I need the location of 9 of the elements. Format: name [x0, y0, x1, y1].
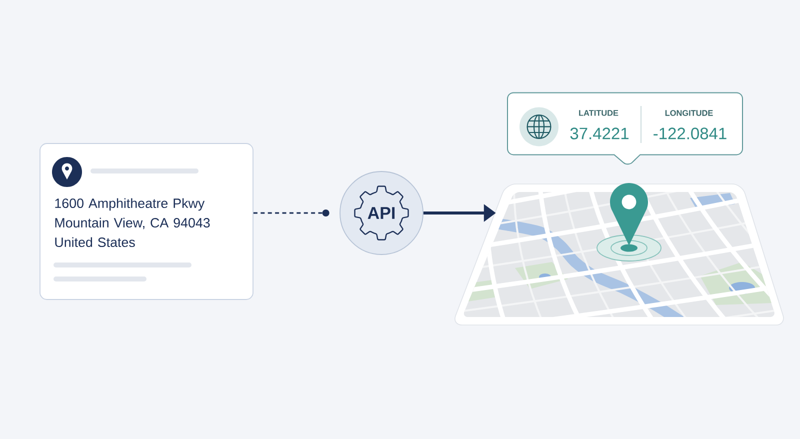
- address-card: [40, 143, 254, 300]
- coordinates-callout: [507, 92, 743, 165]
- coordinate-value: -122.0841: [654, 128, 726, 140]
- column-heading: LONGITUDE: [665, 110, 713, 116]
- dashed-connector: [253, 210, 330, 216]
- column-heading: LATITUDE: [579, 110, 618, 116]
- address-text: 1600 Amphitheatre Pkwy Mountain View, CA 94043 United States: [55, 198, 210, 248]
- coordinate-value: 37.4221: [570, 128, 629, 140]
- map-illustration: [454, 184, 784, 326]
